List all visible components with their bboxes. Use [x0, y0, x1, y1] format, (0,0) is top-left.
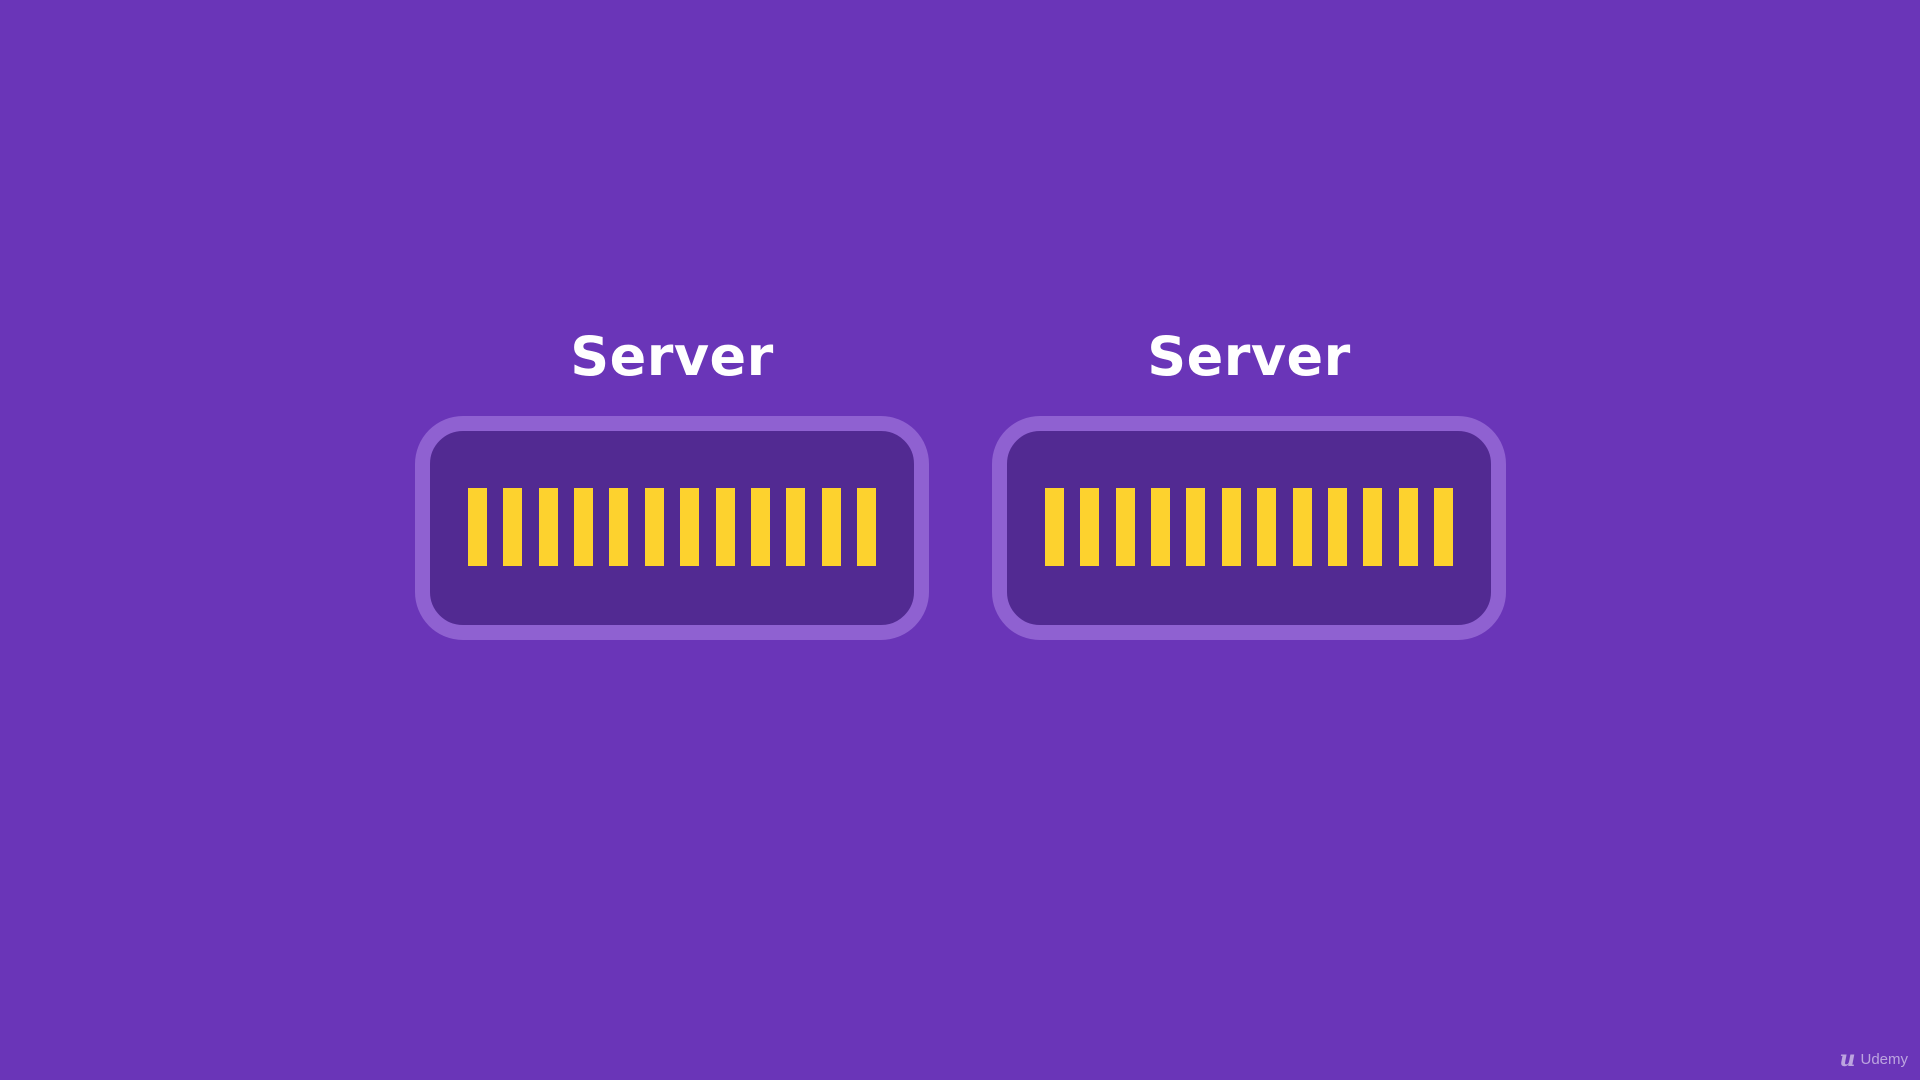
udemy-watermark: u Udemy [1839, 1048, 1908, 1070]
udemy-logo-icon: u [1839, 1046, 1856, 1072]
server-bar [1186, 488, 1205, 566]
server-bar [1080, 488, 1099, 566]
server-bars [468, 488, 876, 566]
server-bar [1222, 488, 1241, 566]
server-title: Server [1147, 325, 1351, 388]
server-box [415, 416, 929, 640]
server-bar [1293, 488, 1312, 566]
server-bar [751, 488, 770, 566]
server-bar [1045, 488, 1064, 566]
server-left: Server [415, 322, 929, 640]
server-bar [539, 488, 558, 566]
server-bar [1363, 488, 1382, 566]
server-bar [1151, 488, 1170, 566]
watermark-text: Udemy [1860, 1050, 1908, 1068]
server-bar [645, 488, 664, 566]
server-bar [1257, 488, 1276, 566]
server-bar [503, 488, 522, 566]
server-bar [1434, 488, 1453, 566]
server-title: Server [570, 325, 774, 388]
server-bar [822, 488, 841, 566]
server-bar [574, 488, 593, 566]
server-bar [716, 488, 735, 566]
server-bar [680, 488, 699, 566]
server-bar [1116, 488, 1135, 566]
server-bar [1328, 488, 1347, 566]
server-bar [857, 488, 876, 566]
server-bar [609, 488, 628, 566]
server-right: Server [992, 322, 1506, 640]
server-bar [1399, 488, 1418, 566]
server-bar [786, 488, 805, 566]
server-bars [1045, 488, 1453, 566]
server-bar [468, 488, 487, 566]
server-box [992, 416, 1506, 640]
